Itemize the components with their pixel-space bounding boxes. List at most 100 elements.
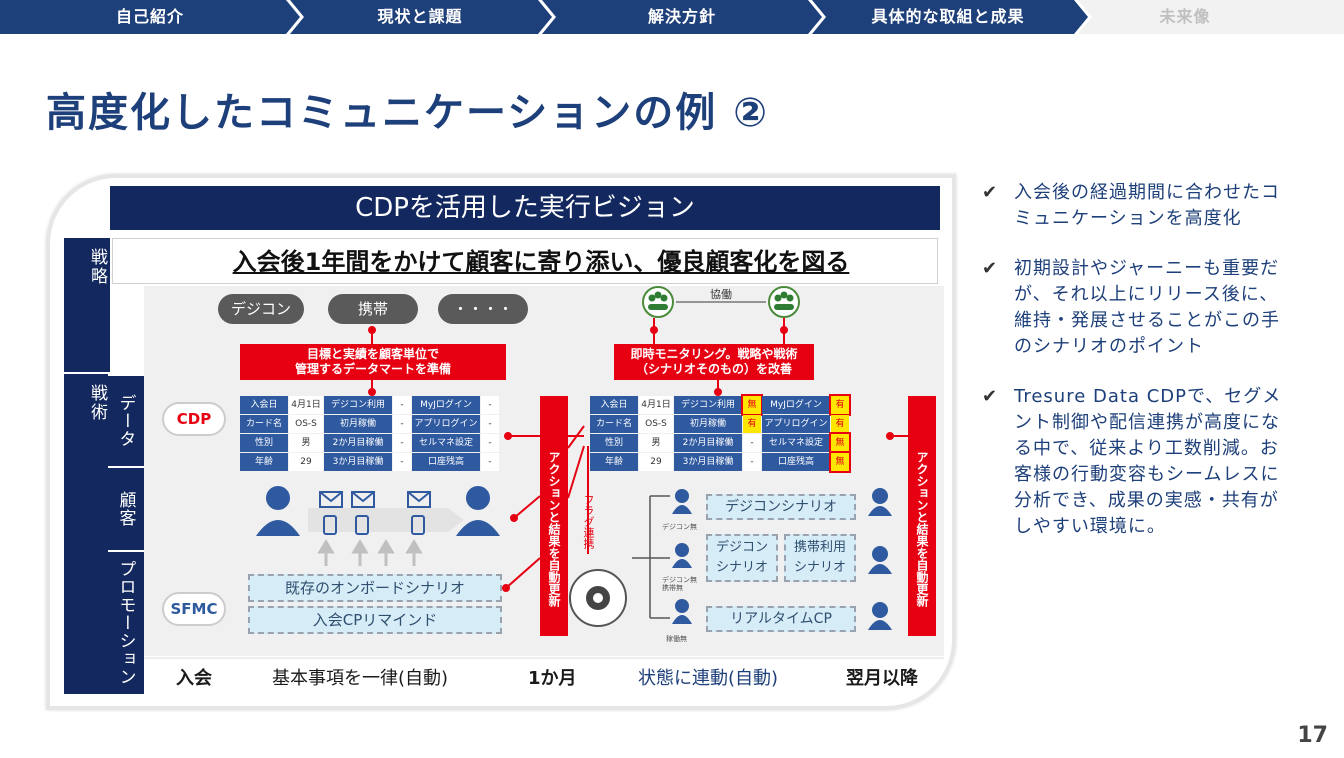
nav-step-shape-4 [812, 0, 1088, 34]
bullet-item: ✔ Tresure Data CDPで、セグメント制御や配信連携が高度になる中で… [980, 384, 1290, 540]
scenario-digicon-2: デジコン シナリオ [706, 534, 778, 582]
table-cell: - [393, 396, 411, 414]
scenario-mobile-use: 携帯利用 シナリオ [784, 534, 856, 582]
branch-lines [632, 495, 670, 619]
table-cell: 口座残高 [412, 453, 480, 471]
timeline-next-month: 翌月以降 [846, 668, 918, 689]
table-cell: OS-S [289, 415, 323, 433]
table-cell: デジコン利用 [324, 396, 392, 414]
table-cell: アプリログイン [762, 415, 830, 433]
table-cell: MyJログイン [762, 396, 830, 414]
table-cell: カード名 [240, 415, 288, 433]
table-cell: 3か月目稼働 [324, 453, 392, 471]
timeline-state-linked: 状態に連動(自動) [638, 668, 779, 689]
table-cell: アプリログイン [412, 415, 480, 433]
table-cell: MyJログイン [412, 396, 480, 414]
right-callout-line-1: 即時モニタリング。戦略や戦術 [630, 347, 798, 361]
table-cell: セルマネ設定 [412, 434, 480, 452]
table-cell: 初月稼働 [324, 415, 392, 433]
strategy-band [112, 238, 938, 284]
customer-left-icons [256, 486, 500, 536]
nav-step-current-issues[interactable]: 現状と課題 [377, 7, 463, 26]
bullet-item: ✔ 初期設計やジャーニーも重要だが、それ以上にリリース後に、維持・発展させること… [980, 256, 1290, 360]
left-callout-line-1: 目標と実績を顧客単位で [306, 347, 439, 361]
check-icon: ✔ [982, 386, 999, 407]
table-cell: 口座残高 [762, 453, 830, 471]
bullet-text: 入会後の経過期間に合わせたコミュニケーションを高度化 [1014, 182, 1280, 229]
message-arrow [308, 508, 464, 532]
timeline-band [144, 658, 944, 694]
row-label-customer: 顧客 [108, 466, 144, 550]
table-cell: セルマネ設定 [762, 434, 830, 452]
key-points: ✔ 入会後の経過期間に合わせたコミュニケーションを高度化 ✔ 初期設計やジャーニ… [980, 180, 1290, 564]
bullet-text: Tresure Data CDPで、セグメント制御や配信連携が高度になる中で、従… [1014, 386, 1282, 537]
flag-link-label: フラグ連携 [582, 494, 595, 549]
left-callout: 目標と実績を顧客単位で 管理するデータマートを準備 [240, 344, 506, 380]
channel-pill-more: ・・・・ [438, 294, 528, 324]
table-cell: 2か月目稼働 [324, 434, 392, 452]
nav-step-solution-policy[interactable]: 解決方針 [647, 7, 716, 26]
table-cell: 無 [741, 394, 763, 416]
scenario-digicon: デジコンシナリオ [706, 494, 856, 520]
table-cell: 有 [743, 415, 761, 433]
table-cell: 無 [829, 432, 851, 454]
table-cell: 男 [289, 434, 323, 452]
table-cell: - [481, 415, 499, 433]
page-number: 17 [1297, 723, 1328, 748]
table-cell: 無 [829, 451, 851, 473]
nav-step-shape-2 [290, 0, 552, 34]
check-icon: ✔ [982, 258, 999, 279]
table-cell: - [743, 434, 761, 452]
right-callout: 即時モニタリング。戦略や戦術 （シナリオそのもの）を改善 [614, 344, 814, 380]
table-cell: カード名 [590, 415, 638, 433]
table-cell: 初月稼働 [674, 415, 742, 433]
vision-diagram: CDPを活用した実行ビジョン 入会後1年間をかけて顧客に寄り添い、優良顧客化を図… [46, 174, 956, 710]
person-note-3: 稼働無 [666, 635, 687, 643]
right-callout-line-2: （シナリオそのもの）を改善 [635, 362, 792, 376]
table-cell: - [393, 415, 411, 433]
table-cell: 3か月目稼働 [674, 453, 742, 471]
table-cell: 有 [831, 415, 849, 433]
timeline-uniform: 基本事項を一律(自動) [272, 668, 449, 689]
channel-pill-mobile: 携帯 [328, 294, 418, 324]
nav-step-shape-1 [0, 0, 300, 34]
timeline-join: 入会 [176, 668, 212, 689]
table-cell: - [481, 434, 499, 452]
collab-label: 協働 [710, 288, 732, 301]
nav-step-shape-5 [1078, 0, 1344, 34]
tactics-label: 戦術 [64, 374, 110, 694]
nav-step-future[interactable]: 未来像 [1159, 7, 1211, 26]
row-label-promotion: プロモーション [108, 550, 144, 694]
table-cell: 入会日 [240, 396, 288, 414]
check-icon: ✔ [982, 182, 999, 203]
table-cell: OS-S [639, 415, 673, 433]
customer-right-icons [672, 488, 892, 630]
table-cell: 有 [829, 394, 851, 416]
action-bar-right: アクションと結果を自動更新 [908, 396, 936, 636]
person-note-1: デジコン無 [662, 523, 697, 531]
strategy-label: 戦略 [64, 238, 110, 372]
sfmc-cloud-icon: SFMC [162, 592, 226, 626]
vision-title: CDPを活用した実行ビジョン [110, 186, 940, 230]
row-label-data: データ [108, 374, 144, 466]
person-note-2: デジコン無 携帯無 [662, 576, 697, 592]
action-bar-left: アクションと結果を自動更新 [540, 396, 568, 636]
table-cell: 年齢 [590, 453, 638, 471]
nav-step-intro[interactable]: 自己紹介 [115, 7, 184, 26]
table-cell: 29 [639, 453, 673, 471]
table-cell: 性別 [240, 434, 288, 452]
left-callout-line-2: 管理するデータマートを準備 [294, 362, 451, 376]
nav-step-initiatives-results[interactable]: 具体的な取組と成果 [871, 7, 1025, 26]
timeline-one-month: 1か月 [528, 668, 577, 689]
page-title: 高度化したコミュニケーションの例 ② [46, 90, 769, 136]
table-cell: 2か月目稼働 [674, 434, 742, 452]
